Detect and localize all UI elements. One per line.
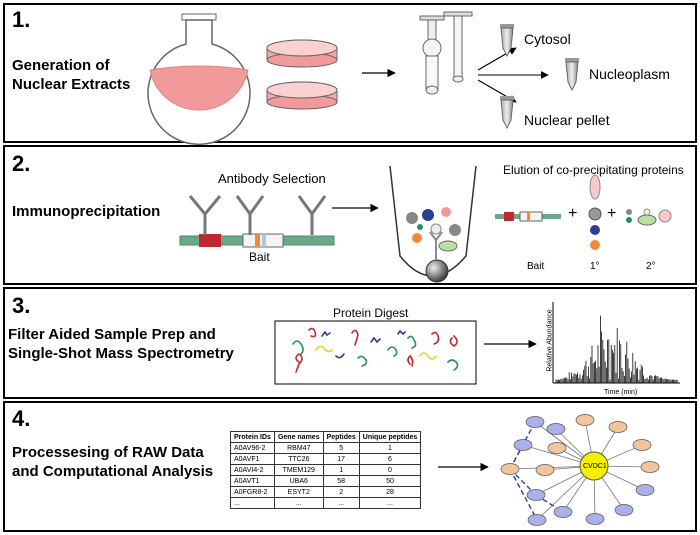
culture-dish-icon [266, 81, 338, 110]
ip-tube-icon [389, 165, 477, 283]
network-node [635, 484, 655, 496]
network-node [526, 489, 546, 501]
antibody-selection-label: Antibody Selection [218, 171, 326, 186]
table-header-row: Protein IDs Gene names Peptides Unique p… [230, 431, 422, 443]
network-node [525, 416, 545, 428]
panel-2 [3, 145, 697, 285]
protein-table: Protein IDs Gene names Peptides Unique p… [230, 431, 422, 509]
elution-bait-label: Bait [527, 261, 545, 272]
network-node [575, 414, 595, 426]
table-row: ... ... ... ... [230, 497, 422, 509]
peptide-box [274, 320, 477, 385]
panel-2-title: Immunoprecipitation [12, 203, 161, 220]
bait-protein-bar [179, 233, 335, 248]
primary-label: 1° [590, 261, 600, 272]
elution-label: Elution of co-precipitating proteins [503, 163, 684, 177]
primary-interactors-icon [588, 174, 602, 250]
panel-4-number: 4. [12, 406, 31, 431]
table-cell: ... [358, 497, 422, 509]
mass-spectrum-chart [552, 302, 680, 384]
round-flask-icon [147, 13, 251, 146]
fraction-cytosol: Cytosol [524, 31, 571, 47]
network-node [614, 504, 634, 516]
panel-1 [3, 3, 697, 143]
panel-4-title-line-2: and Computational Analysis [12, 463, 214, 480]
fraction-nucleoplasm: Nucleoplasm [589, 66, 670, 82]
network-node [513, 439, 533, 451]
table-cell: ... [322, 497, 360, 509]
network-node [632, 439, 652, 451]
interaction-network [500, 414, 660, 526]
ms-xlabel: Time (min) [604, 389, 638, 396]
plus-sign-2: + [607, 205, 617, 222]
network-node [608, 421, 628, 433]
peptide-squiggles-icon [292, 327, 459, 373]
network-edge [509, 468, 538, 521]
network-node [547, 442, 567, 454]
pestle-icon [443, 11, 473, 83]
network-edge [509, 468, 537, 496]
network-center-node [579, 451, 609, 481]
antibody-icon [188, 195, 327, 235]
panel-1-number: 1. [12, 7, 31, 32]
secondary-label: 2° [646, 261, 656, 272]
table-cell: A0AVF1 [230, 453, 275, 465]
plus-sign-1: + [568, 205, 578, 222]
secondary-interactors-icon [626, 208, 672, 226]
network-node [535, 464, 555, 476]
panel-4-title-line-1: Processesing of RAW Data [12, 444, 204, 461]
network-node [585, 513, 605, 525]
network-center-label: CVDC1 [583, 463, 607, 470]
network-node [527, 514, 547, 526]
panel-3-number: 3. [12, 293, 31, 318]
bait-label: Bait [249, 250, 270, 264]
microtube-icon [565, 58, 579, 92]
table-row: A0FGR8-2 ESYT2 2 28 [230, 486, 422, 498]
table-cell: ... [230, 497, 275, 509]
culture-dish-icon [266, 39, 338, 68]
table-row: A0AVI4-2 TMEM129 1 0 [230, 464, 422, 476]
network-node [546, 423, 566, 435]
fraction-nuclear-pellet: Nuclear pellet [524, 112, 610, 128]
panel-3-title-line-1: Filter Aided Sample Prep and [8, 326, 216, 343]
table-row: A0AVT1 UBA6 58 50 [230, 475, 422, 487]
eluted-bait-icon [495, 211, 561, 222]
panel-2-number: 2. [12, 151, 31, 176]
network-node [553, 506, 573, 518]
panel-1-title-line-1: Generation of [12, 57, 110, 74]
panel-1-title-line-2: Nuclear Extracts [12, 76, 131, 93]
network-node [640, 461, 660, 473]
protein-digest-label: Protein Digest [333, 306, 409, 320]
network-node [500, 463, 520, 475]
microtube-icon [500, 96, 514, 130]
arrow-icon [477, 47, 517, 71]
panel-3-title-line-2: Single-Shot Mass Spectrometry [8, 345, 234, 362]
dounce-homogenizer-icon [419, 15, 445, 95]
microtube-icon [500, 24, 514, 58]
